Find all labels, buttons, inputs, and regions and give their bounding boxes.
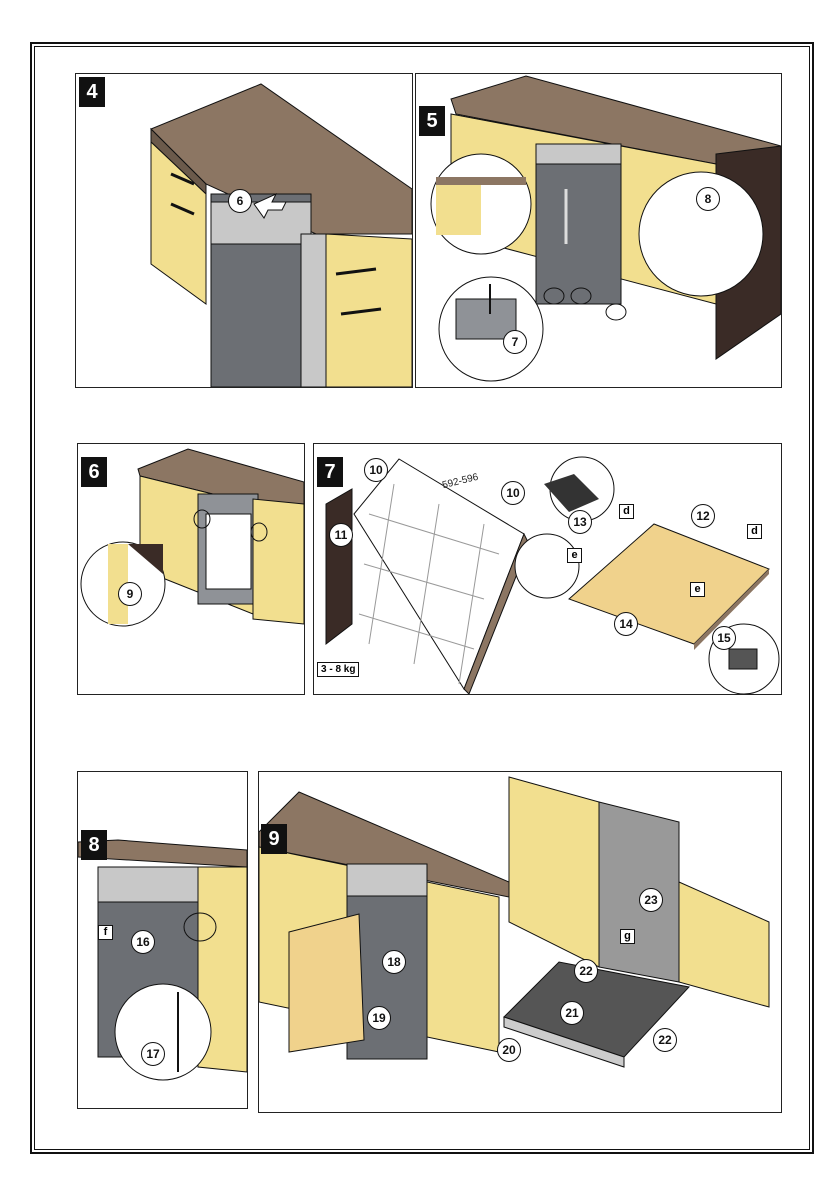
callout-9: 9 (118, 582, 142, 606)
callout-6: 6 (228, 189, 252, 213)
panel-step-5: 5 7 8 (415, 73, 782, 388)
callout-10b: 10 (501, 481, 525, 505)
step-9-illustration (259, 772, 781, 1112)
step-5-illustration (416, 74, 781, 387)
step-number-badge: 9 (261, 824, 287, 854)
step-number-badge: 8 (81, 830, 107, 860)
panel-step-7: 7 592-596 10 10 11 12 13 14 15 d d e e 3… (313, 443, 782, 695)
callout-10a: 10 (364, 458, 388, 482)
callout-23: 23 (639, 888, 663, 912)
callout-8: 8 (696, 187, 720, 211)
panel-step-9: 9 18 19 20 21 22 22 23 g (258, 771, 782, 1113)
panel-step-4: 4 6 (75, 73, 413, 388)
callout-22a: 22 (574, 959, 598, 983)
callout-13: 13 (568, 510, 592, 534)
step-6-illustration (78, 444, 304, 694)
step-number-badge: 4 (79, 77, 105, 107)
panel-step-8: 8 16 17 f (77, 771, 248, 1109)
callout-11: 11 (329, 523, 353, 547)
callout-14: 14 (614, 612, 638, 636)
label-f: f (98, 925, 113, 940)
callout-12: 12 (691, 504, 715, 528)
callout-16: 16 (131, 930, 155, 954)
callout-22b: 22 (653, 1028, 677, 1052)
label-d-1: d (619, 504, 634, 519)
panel-step-6: 6 9 (77, 443, 305, 695)
weight-label: 3 - 8 kg (317, 662, 359, 677)
label-e-1: e (567, 548, 582, 563)
callout-20: 20 (497, 1038, 521, 1062)
label-e-2: e (690, 582, 705, 597)
step-4-illustration (76, 74, 412, 387)
callout-18: 18 (382, 950, 406, 974)
callout-17: 17 (141, 1042, 165, 1066)
step-number-badge: 6 (81, 457, 107, 487)
step-number-badge: 7 (317, 457, 343, 487)
callout-15: 15 (712, 626, 736, 650)
callout-7: 7 (503, 330, 527, 354)
label-g: g (620, 929, 635, 944)
step-number-badge: 5 (419, 106, 445, 136)
callout-21: 21 (560, 1001, 584, 1025)
step-7-illustration (314, 444, 781, 694)
label-d-2: d (747, 524, 762, 539)
callout-19: 19 (367, 1006, 391, 1030)
